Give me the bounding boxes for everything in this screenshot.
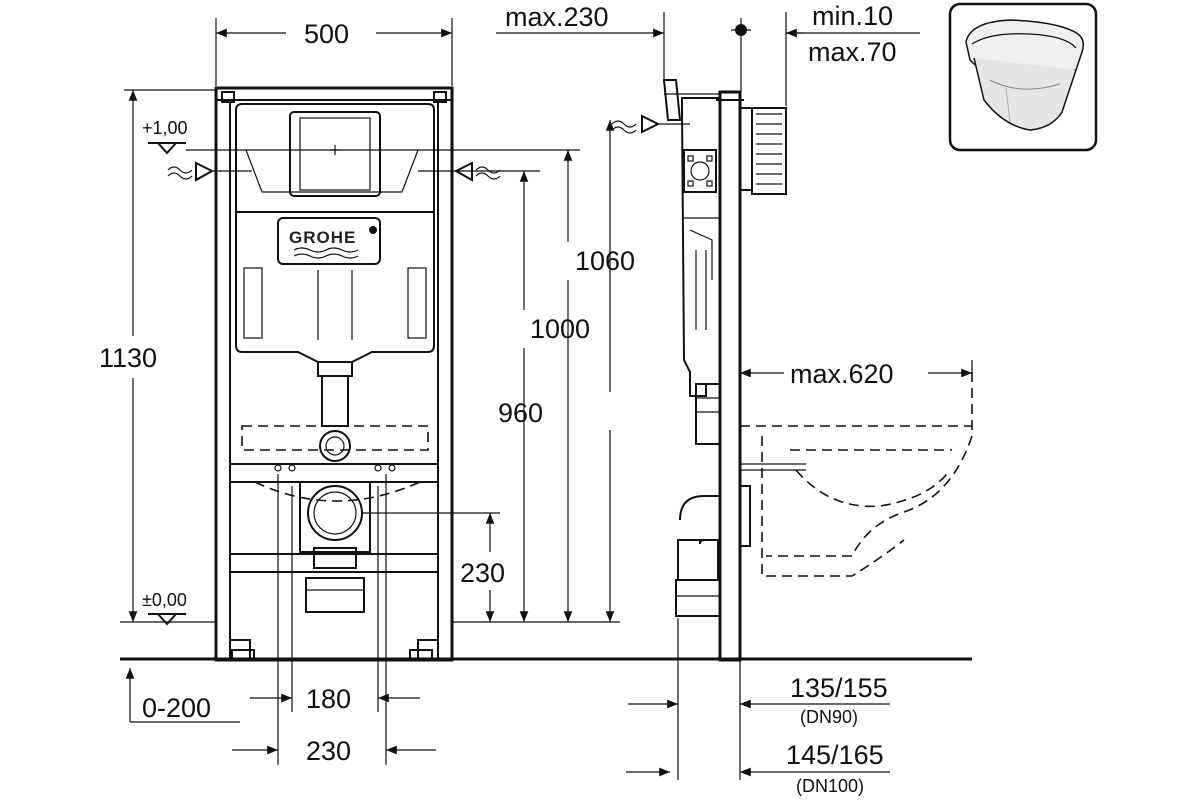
dn90-label: (DN90) [800, 707, 858, 727]
product-thumbnail [948, 2, 1098, 152]
dim-min-10-label: min.10 [812, 1, 893, 31]
dim-1000-label: 1000 [530, 314, 590, 344]
level-marker-top: +1,00 [142, 118, 580, 155]
side-frame [611, 79, 787, 662]
dim-0-200: 0-200 [125, 668, 240, 723]
dim-135-155-label: 135/155 [790, 673, 888, 703]
water-inlet-left [167, 161, 252, 182]
dim-1060-label: 1060 [575, 246, 635, 276]
dim-1130-label: 1130 [99, 343, 157, 373]
level-top-label: +1,00 [142, 118, 188, 138]
dim-1000: 1000 [456, 170, 590, 622]
dim-230-outlet: 230 [362, 512, 505, 622]
dim-0-200-label: 0-200 [142, 693, 211, 723]
bowl-outline-side [740, 372, 973, 577]
dim-180: 180 [250, 486, 420, 714]
dn100-label: (DN100) [796, 776, 864, 796]
bowl-outline-front [241, 425, 429, 502]
dim-1060: 1060 [563, 150, 635, 622]
dim-500-label: 500 [304, 19, 349, 49]
dim-230-bottom: 230 [232, 474, 436, 766]
dim-max-620-label: max.620 [790, 359, 894, 389]
front-frame [214, 86, 454, 662]
dim-height-1130: 1130 [99, 89, 216, 622]
dim-230-bottom-label: 230 [306, 736, 351, 766]
level-marker-bottom: ±0,00 [120, 590, 620, 626]
dim-width-500: 500 [215, 18, 453, 86]
dim-230-outlet-label: 230 [460, 558, 505, 588]
outlet-front [274, 464, 396, 613]
dim-960-label: 960 [498, 398, 543, 428]
dim-max-620: max.620 [740, 359, 973, 389]
dim-180-label: 180 [306, 684, 351, 714]
dim-max-230: max.230 [496, 2, 665, 82]
dim-960: 960 [498, 120, 615, 622]
dim-135-155: 135/155 (DN90) [628, 618, 890, 780]
dim-max-230-label: max.230 [505, 2, 609, 32]
centerline-symbol [731, 18, 751, 92]
cistern: GROHE [235, 103, 435, 462]
dim-min10-max70: min.10 max.70 [785, 1, 920, 106]
dim-max-70-label: max.70 [808, 37, 897, 67]
wall-hung-toilet-icon [965, 19, 1085, 131]
brand-logo: GROHE [289, 228, 356, 247]
dim-145-165: 145/165 (DN100) [626, 740, 890, 796]
dim-145-165-label: 145/165 [786, 740, 884, 770]
level-bottom-label: ±0,00 [142, 590, 187, 610]
